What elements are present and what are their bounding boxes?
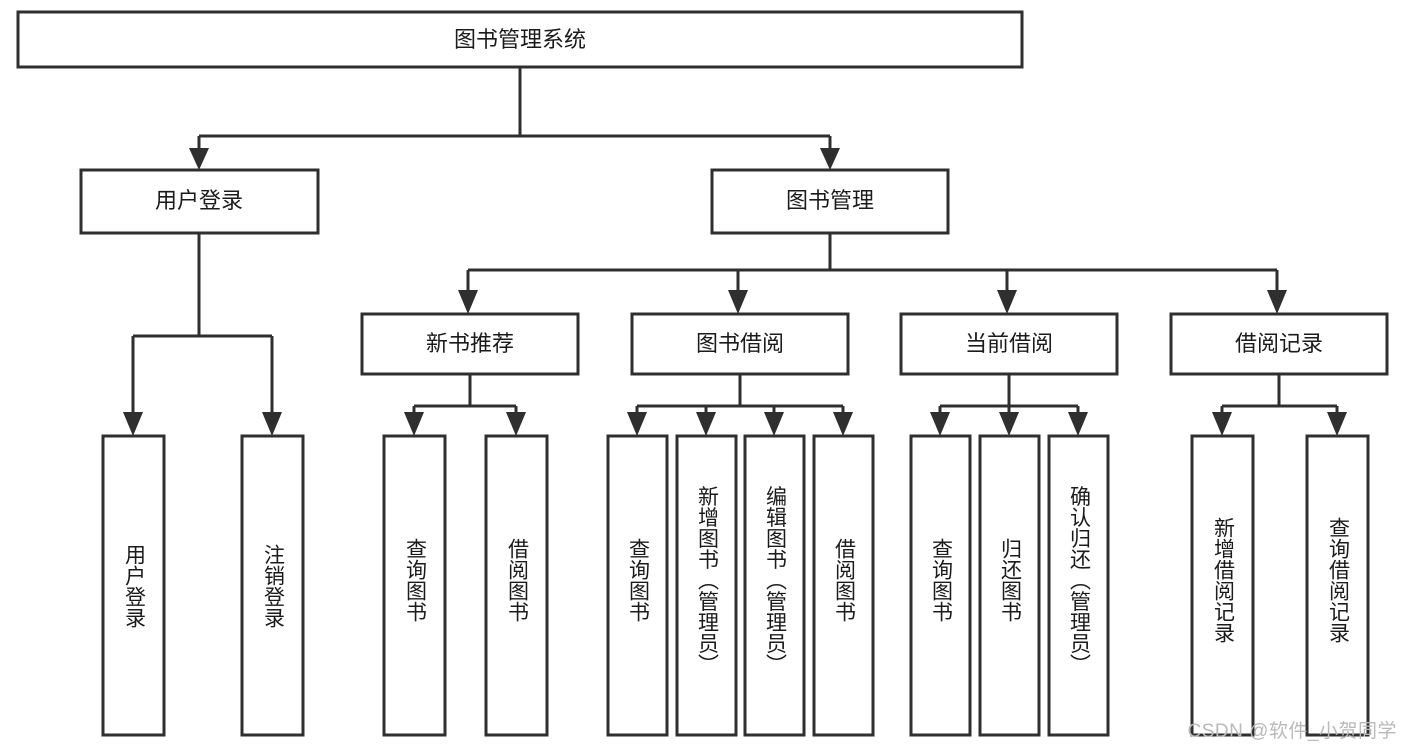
arrow-head-icon xyxy=(1068,412,1088,436)
arrow-head-icon xyxy=(189,148,209,170)
node-box xyxy=(1047,434,1110,737)
node-leaf-query-book-1[interactable]: 查询图书 xyxy=(382,434,447,737)
node-box xyxy=(1190,434,1255,737)
arrow-head-icon xyxy=(833,412,853,436)
node-box xyxy=(360,312,580,376)
node-label: 新增图书（管理员） xyxy=(695,486,719,675)
arrow-head-icon xyxy=(696,412,716,436)
node-leaf-query-book-2[interactable]: 查询图书 xyxy=(606,434,669,737)
node-label: 查询图书 xyxy=(403,538,427,622)
node-box xyxy=(812,434,875,737)
arrow-head-icon xyxy=(1212,412,1232,436)
connector-root-to-level2 xyxy=(189,67,840,170)
node-current-borrow[interactable]: 当前借阅 xyxy=(899,312,1119,376)
node-box xyxy=(79,168,320,235)
arrow-head-icon xyxy=(997,290,1017,314)
arrow-head-icon xyxy=(999,412,1019,436)
node-leaf-query-book-3[interactable]: 查询图书 xyxy=(909,434,972,737)
arrow-head-icon xyxy=(404,412,424,436)
node-box xyxy=(16,10,1024,69)
node-leaf-confirm-return[interactable]: 确认归还（管理员） xyxy=(1047,434,1110,737)
node-box xyxy=(1169,312,1389,376)
connector-borrow-record-to-leaves xyxy=(1212,374,1347,436)
arrow-head-icon xyxy=(262,412,282,436)
node-label: 用户登录 xyxy=(122,544,146,628)
node-leaf-return-book[interactable]: 归还图书 xyxy=(978,434,1041,737)
node-box xyxy=(978,434,1041,737)
node-box xyxy=(484,434,549,737)
node-label: 用户登录 xyxy=(155,188,243,213)
node-box xyxy=(101,434,166,737)
arrow-head-icon xyxy=(123,412,143,436)
node-leaf-user-login[interactable]: 用户登录 xyxy=(101,434,166,737)
node-box xyxy=(909,434,972,737)
node-label: 新增借阅记录 xyxy=(1211,517,1235,643)
connector-book-management-to-level3 xyxy=(458,233,1287,314)
node-label: 当前借阅 xyxy=(965,331,1053,356)
connector-user-login-to-leaves xyxy=(123,233,282,436)
node-book-borrow[interactable]: 图书借阅 xyxy=(630,312,850,376)
node-label: 查询图书 xyxy=(626,538,650,622)
node-label: 图书管理系统 xyxy=(454,27,586,52)
node-box xyxy=(630,312,850,376)
connector-new-book-recommend-to-leaves xyxy=(404,374,526,436)
arrow-head-icon xyxy=(728,290,748,314)
arrow-head-icon xyxy=(627,412,647,436)
node-box xyxy=(743,434,806,737)
node-leaf-borrow-book-1[interactable]: 借阅图书 xyxy=(484,434,549,737)
node-label: 图书借阅 xyxy=(696,331,784,356)
arrow-head-icon xyxy=(1327,412,1347,436)
node-user-login[interactable]: 用户登录 xyxy=(79,168,320,235)
arrow-head-icon xyxy=(764,412,784,436)
node-label: 编辑图书（管理员） xyxy=(763,486,787,675)
node-box xyxy=(899,312,1119,376)
node-label: 借阅记录 xyxy=(1235,331,1323,356)
arrow-head-icon xyxy=(820,148,840,170)
node-box xyxy=(606,434,669,737)
node-root-system[interactable]: 图书管理系统 xyxy=(16,10,1024,69)
connector-book-borrow-to-leaves xyxy=(627,374,853,436)
node-label: 借阅图书 xyxy=(832,538,856,622)
connector-current-borrow-to-leaves xyxy=(930,374,1088,436)
node-leaf-borrow-book-2[interactable]: 借阅图书 xyxy=(812,434,875,737)
node-box xyxy=(382,434,447,737)
node-box xyxy=(240,434,305,737)
node-label: 图书管理 xyxy=(786,188,874,213)
node-new-book-recommend[interactable]: 新书推荐 xyxy=(360,312,580,376)
node-label: 查询图书 xyxy=(929,538,953,622)
node-box xyxy=(710,168,950,235)
node-borrow-record[interactable]: 借阅记录 xyxy=(1169,312,1389,376)
node-box xyxy=(675,434,738,737)
node-leaf-query-record[interactable]: 查询借阅记录 xyxy=(1305,434,1370,737)
node-leaf-user-logout[interactable]: 注销登录 xyxy=(240,434,305,737)
node-leaf-add-book[interactable]: 新增图书（管理员） xyxy=(675,434,738,737)
node-leaf-edit-book[interactable]: 编辑图书（管理员） xyxy=(743,434,806,737)
arrow-head-icon xyxy=(930,412,950,436)
node-label: 新书推荐 xyxy=(426,331,514,356)
arrow-head-icon xyxy=(458,290,478,314)
node-box xyxy=(1305,434,1370,737)
node-leaf-add-record[interactable]: 新增借阅记录 xyxy=(1190,434,1255,737)
arrow-head-icon xyxy=(1267,290,1287,314)
node-label: 归还图书 xyxy=(998,538,1022,622)
arrow-head-icon xyxy=(506,412,526,436)
node-label: 借阅图书 xyxy=(505,538,529,622)
node-label: 确认归还（管理员） xyxy=(1067,486,1091,675)
node-label: 注销登录 xyxy=(261,544,285,628)
node-book-management[interactable]: 图书管理 xyxy=(710,168,950,235)
node-label: 查询借阅记录 xyxy=(1326,517,1350,643)
